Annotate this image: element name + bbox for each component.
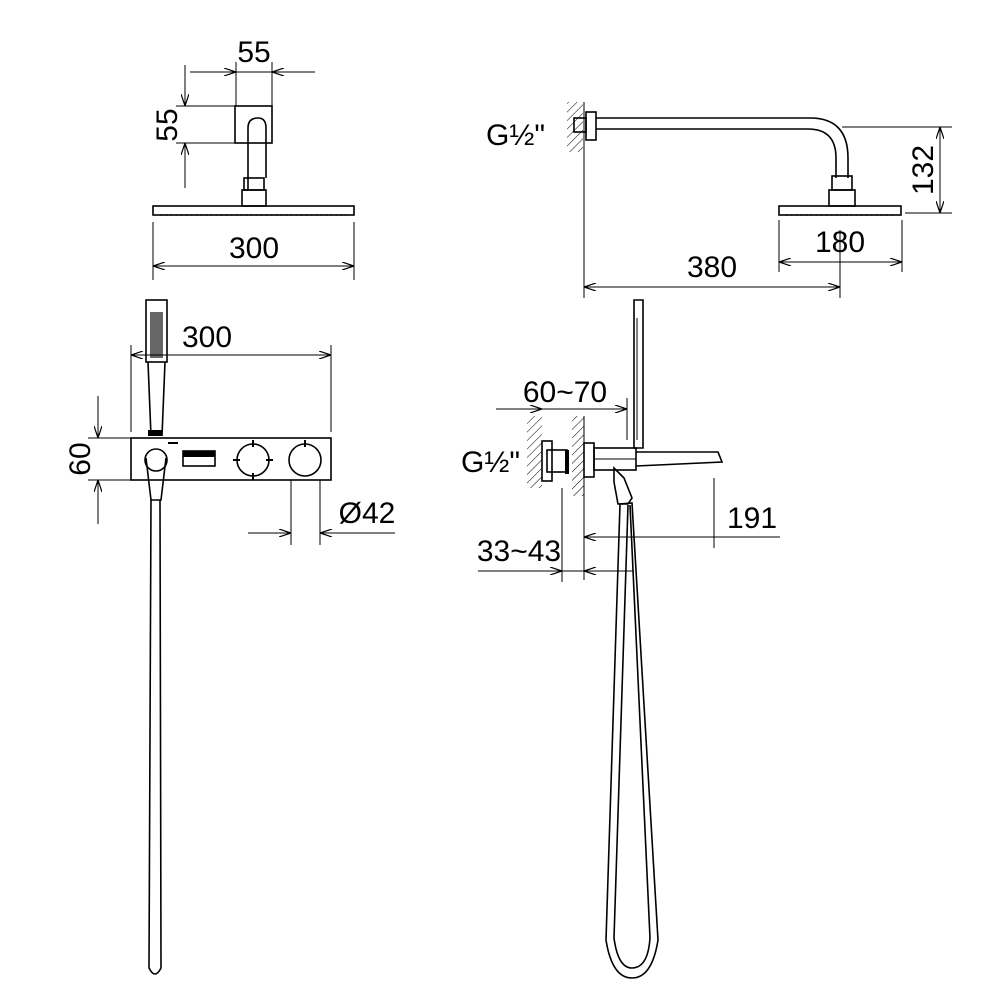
hand-shower-handle (147, 361, 166, 437)
wall-flange (234, 105, 273, 144)
hand-shower-side (633, 299, 644, 449)
control-panel-front-view: 300 60 Ø42 (64, 299, 396, 975)
concealed-body (546, 449, 568, 473)
body-plate (541, 440, 553, 482)
shower-head-front-view: 55 55 300 (151, 36, 355, 280)
dim-panel-height: 60 (64, 442, 97, 475)
dim-head-width-side: 180 (815, 226, 865, 259)
thread-label-head: G½" (486, 119, 545, 152)
dim-head-width-front: 300 (229, 232, 279, 265)
wall-hatch-right (572, 416, 584, 496)
dim-arm-projection: 380 (687, 251, 737, 284)
dim-panel-width: 300 (182, 321, 232, 354)
dim-arm-drop: 132 (907, 145, 940, 195)
dim-installation-depth: 33~43 (477, 535, 561, 568)
swivel-nut (243, 177, 265, 191)
arm-tube-inner (596, 128, 837, 178)
arm-flange (585, 111, 597, 141)
wall-hatch-left (527, 416, 542, 488)
hose-connector (145, 457, 167, 501)
wall-hatch (567, 102, 583, 152)
dim-wall-depth-range: 60~70 (523, 376, 607, 409)
hose (148, 499, 162, 975)
arm-tube-outer (596, 117, 849, 178)
head-side-plate (778, 205, 902, 216)
spout (635, 451, 724, 467)
shower-arm-side-view: G½" 132 180 380 (486, 102, 952, 298)
shower-head-plate (152, 205, 355, 216)
hose-connector-side (613, 466, 633, 505)
shower-arm (247, 117, 267, 190)
holder-cap (148, 430, 162, 436)
valve-panel (130, 437, 332, 481)
arm-swivel (831, 175, 853, 191)
thread-label-body: G½" (461, 446, 520, 479)
dim-spout-projection: 191 (727, 502, 777, 535)
hose-loop (605, 502, 659, 979)
escutcheon (583, 442, 595, 478)
hand-shower-nozzles (150, 312, 163, 358)
control-panel-side-view: G½" 60~70 191 33~43 (461, 299, 780, 979)
hand-shower-head (145, 299, 168, 363)
dim-head-arm-height: 55 (151, 108, 184, 141)
dim-head-arm-width: 55 (237, 36, 270, 69)
head-connector (241, 189, 267, 207)
hose-outlet (144, 448, 168, 472)
arm-head-connector (828, 189, 856, 207)
thermostat-knob[interactable] (236, 443, 270, 477)
flow-knob[interactable] (288, 443, 322, 477)
dim-knob-diameter: Ø42 (339, 497, 396, 530)
